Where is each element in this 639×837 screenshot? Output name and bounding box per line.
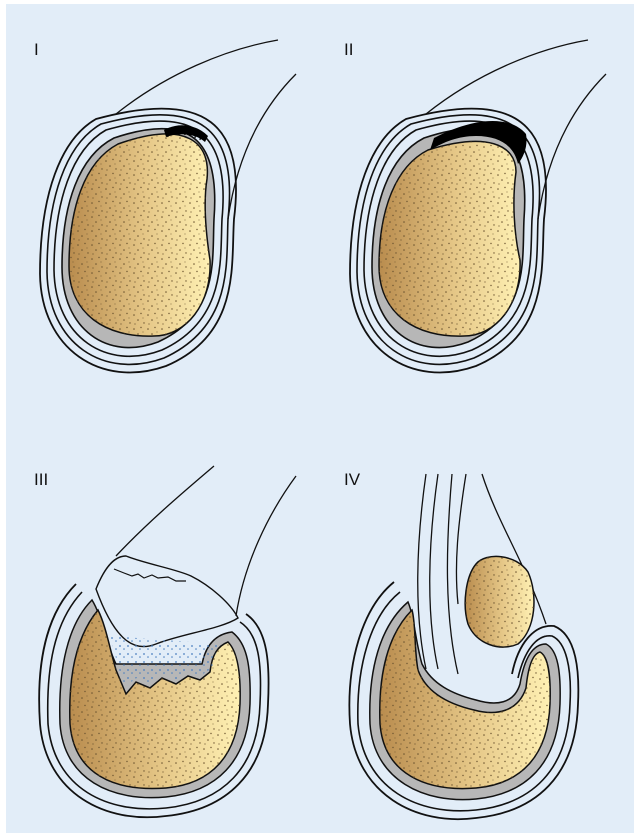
panel-4-drawing (349, 474, 578, 819)
panel-1-drawing (40, 40, 296, 372)
tendon-line (116, 40, 278, 114)
tendon-line (456, 474, 466, 604)
fragment-texture (465, 556, 534, 647)
tendon-line (418, 474, 426, 669)
tendon-line (430, 474, 438, 669)
tendon-line (228, 74, 296, 219)
cartilage-flap (96, 556, 238, 647)
tendon-line (426, 40, 588, 114)
figure-panel-area: I II III IV (6, 4, 634, 833)
diagram-canvas (6, 4, 634, 833)
panel-2-drawing (350, 40, 606, 372)
tendon-line (538, 74, 606, 219)
tendon-line (236, 476, 296, 616)
panel-3-drawing (39, 466, 296, 817)
tendon-line (116, 466, 214, 556)
bone-texture (70, 610, 240, 789)
